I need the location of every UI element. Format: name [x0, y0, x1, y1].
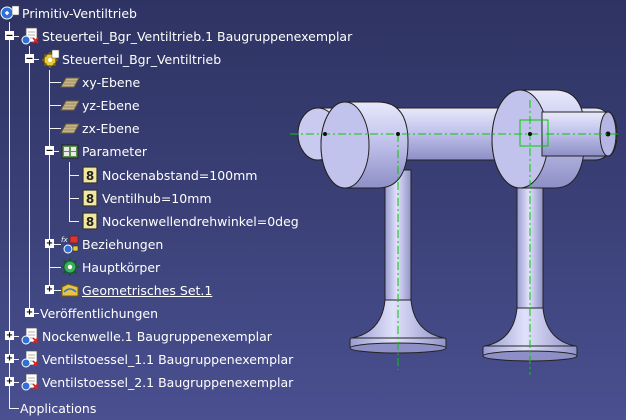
expand-toggle[interactable]: + — [45, 284, 54, 295]
expand-toggle[interactable]: + — [5, 330, 14, 341]
tree-item-label: Beziehungen — [82, 236, 164, 252]
tree-item-param-nockenabstand[interactable]: 8 Nockenabstand=100mm — [80, 165, 258, 185]
tree-item-geometric-set[interactable]: Geometrisches Set.1 — [60, 280, 212, 300]
tree-item-label: Nockenwellendrehwinkel=0deg — [102, 213, 299, 229]
product-icon — [0, 5, 20, 20]
tree-item-applications[interactable]: Applications — [20, 398, 96, 418]
collapse-toggle[interactable]: – — [45, 145, 54, 156]
svg-text:8: 8 — [86, 192, 94, 206]
component-icon — [21, 27, 39, 45]
body-gear-icon — [61, 258, 79, 276]
tree-item-label: xy-Ebene — [82, 74, 141, 90]
tree-item-param-drehwinkel[interactable]: 8 Nockenwellendrehwinkel=0deg — [80, 211, 299, 231]
parameter-icon: 8 — [82, 212, 98, 230]
tree-item-xy-plane[interactable]: xy-Ebene — [60, 72, 140, 92]
tree-item-ventilstoessel-1[interactable]: Ventilstoessel_1.1 Baugruppenexemplar — [20, 349, 293, 369]
plane-icon — [60, 100, 80, 111]
tree-item-param-ventilhub[interactable]: 8 Ventilhub=10mm — [80, 188, 212, 208]
component-icon — [21, 327, 39, 345]
tree-item-label: Steuerteil_Bgr_Ventiltrieb — [62, 51, 222, 67]
tree-item-ventilstoessel-2[interactable]: Ventilstoessel_2.1 Baugruppenexemplar — [20, 372, 293, 392]
expand-toggle[interactable]: + — [25, 307, 34, 318]
tree-item-label: zx-Ebene — [82, 120, 140, 136]
3d-model-view[interactable] — [290, 70, 620, 380]
tree-item-yz-plane[interactable]: yz-Ebene — [60, 95, 140, 115]
tree-item-steuerteil-instance[interactable]: Steuerteil_Bgr_Ventiltrieb.1 Baugruppene… — [20, 26, 352, 46]
tree-root[interactable]: Primitiv-Ventiltrieb — [0, 3, 137, 23]
tree-item-nockenwelle[interactable]: Nockenwelle.1 Baugruppenexemplar — [20, 326, 272, 346]
tree-item-label: Applications — [20, 400, 97, 416]
tree-item-label: Geometrisches Set.1 — [82, 282, 213, 298]
parameter-icon: 8 — [82, 166, 98, 184]
valve-tappet-left[interactable] — [349, 169, 447, 354]
tree-item-label: Nockenabstand=100mm — [102, 167, 258, 183]
parameters-icon — [61, 144, 79, 159]
tree-root-label: Primitiv-Ventiltrieb — [22, 5, 137, 21]
plane-icon — [60, 123, 80, 134]
axis-lines — [290, 100, 620, 375]
tree-item-relations[interactable]: fx Beziehungen — [60, 234, 163, 254]
tree-item-label: Veröffentlichungen — [40, 305, 159, 321]
tree-item-label: Ventilstoessel_1.1 Baugruppenexemplar — [42, 351, 294, 367]
parameter-icon: 8 — [82, 189, 98, 207]
tree-item-part[interactable]: Steuerteil_Bgr_Ventiltrieb — [40, 49, 221, 69]
tree-item-label: Hauptkörper — [82, 259, 161, 275]
camshaft[interactable] — [297, 89, 618, 189]
tree-item-label: Parameter — [82, 143, 148, 159]
plane-icon — [60, 77, 80, 88]
tree-item-label: Steuerteil_Bgr_Ventiltrieb.1 Baugruppene… — [42, 28, 353, 44]
expand-toggle[interactable]: + — [5, 376, 14, 387]
tree-item-publications[interactable]: Veröffentlichungen — [40, 303, 158, 323]
tree-item-label: Ventilstoessel_2.1 Baugruppenexemplar — [42, 374, 294, 390]
relations-icon: fx — [61, 235, 79, 254]
collapse-toggle[interactable]: – — [25, 53, 34, 64]
tree-item-parameters[interactable]: Parameter — [60, 141, 147, 161]
svg-text:fx: fx — [61, 236, 68, 244]
part-gear-icon — [42, 49, 60, 68]
collapse-toggle[interactable]: – — [5, 30, 14, 41]
tree-item-label: yz-Ebene — [82, 97, 140, 113]
expand-toggle[interactable]: + — [5, 353, 14, 364]
tree-item-zx-plane[interactable]: zx-Ebene — [60, 118, 140, 138]
tree-item-body[interactable]: Hauptkörper — [60, 257, 160, 277]
expand-toggle[interactable]: + — [45, 238, 54, 249]
component-icon — [21, 373, 39, 391]
tree-item-label: Nockenwelle.1 Baugruppenexemplar — [42, 328, 272, 344]
geometric-set-icon — [61, 283, 79, 297]
svg-text:8: 8 — [86, 169, 94, 183]
component-icon — [21, 350, 39, 368]
tree-item-label: Ventilhub=10mm — [102, 190, 212, 206]
svg-text:8: 8 — [86, 215, 94, 229]
